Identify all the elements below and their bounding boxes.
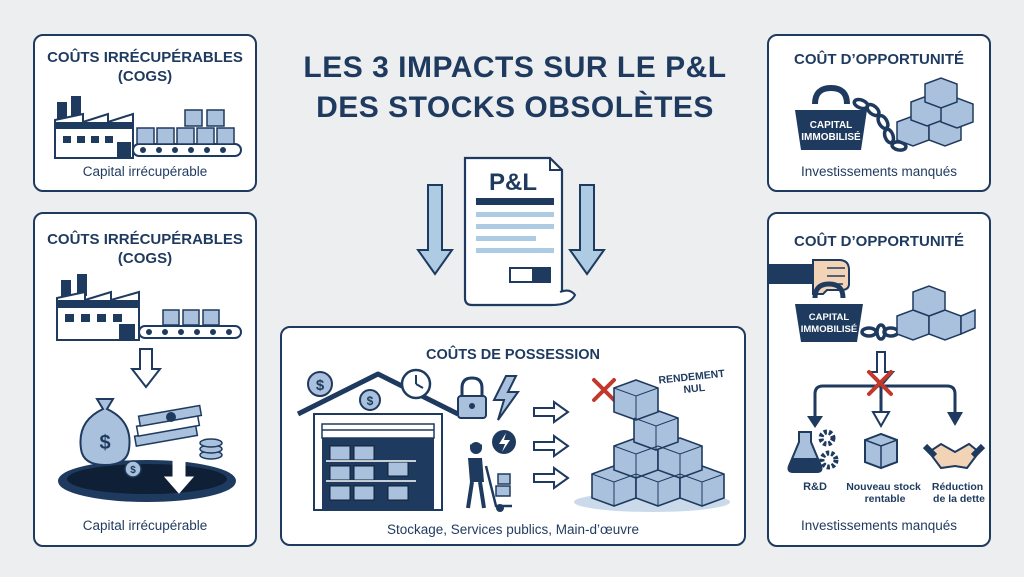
svg-text:$: $ (130, 465, 136, 476)
pl-document-icon (463, 156, 577, 307)
arrow-right-icon (533, 400, 570, 490)
panel-title: COÛT D’OPPORTUNITÉ (793, 51, 964, 68)
chain-icon (860, 323, 900, 341)
svg-text:$: $ (316, 377, 325, 394)
clock-icon (400, 368, 432, 400)
factory-icon (54, 96, 134, 159)
factory-icon (56, 274, 140, 341)
conveyor-icon (132, 143, 242, 157)
x-mark-icon (592, 378, 616, 402)
panel-carrying-costs: COÛTS DE POSSESSION $ (280, 326, 746, 546)
box-icon (162, 309, 220, 326)
gear-icon (818, 429, 839, 470)
zero-return-line2: NUL (683, 382, 706, 396)
option-debt: Réduction de la dette (932, 481, 986, 505)
factory-conveyor-graphic (54, 96, 242, 159)
pl-graphic: P&L (416, 156, 606, 307)
panel-title: COÛTS IRRÉCUPÉRABLES (COGS) (47, 231, 243, 267)
worker-hand-truck-icon (466, 442, 512, 512)
panel-caption: Investissements manqués (800, 164, 958, 179)
panel-title: COÛT D’OPPORTUNITÉ (793, 233, 964, 250)
weight-label-line2: IMMOBILISÉ (801, 130, 861, 143)
main-title-line1: LES 3 IMPACTS SUR LE P&L (303, 51, 727, 84)
svg-text:$: $ (367, 394, 374, 408)
padlock-icon (457, 376, 487, 419)
arrow-down-icon (163, 456, 195, 494)
zero-return-label: RENDEMENT NUL (658, 367, 730, 398)
pl-doc-label: P&L (489, 169, 537, 196)
arrow-down-icon (129, 348, 163, 389)
dollar-coin-icon: $ (359, 389, 381, 411)
box-icon (896, 285, 976, 341)
money-bag-icon: $ (79, 398, 131, 467)
x-mark-icon (867, 370, 893, 396)
hand-icon (767, 259, 850, 295)
weight-label-line1: CAPITAL (809, 312, 850, 323)
panel-sunk-costs-top: COÛTS IRRÉCUPÉRABLES (COGS) (33, 34, 257, 192)
sinking-money-graphic: $ $ (58, 348, 236, 502)
option-rd: R&D (803, 481, 827, 493)
panel-opportunity-top: COÛT D’OPPORTUNITÉ CAPITAL IMMOBILISÉ In… (767, 34, 991, 192)
flask-icon (787, 431, 823, 473)
handshake-icon (922, 442, 986, 470)
weight-chain-graphic: CAPITAL IMMOBILISÉ (795, 77, 974, 152)
panel-caption: Capital irrécupérable (82, 164, 208, 179)
lightning-icon (492, 375, 520, 421)
coin-icon: $ (124, 438, 223, 478)
chain-icon (852, 97, 908, 152)
main-title-line2: DES STOCKS OBSOLÈTES (316, 91, 714, 124)
box-icon (864, 432, 898, 470)
dollar-coin-icon: $ (307, 371, 333, 397)
conveyor-icon (138, 325, 242, 339)
weight-label-line2: IMMOBILISÉ (801, 324, 857, 335)
panel-sunk-costs-bottom: COÛTS IRRÉCUPÉRABLES (COGS) (33, 212, 257, 547)
lightning-icon (492, 430, 516, 454)
panel-caption: Stockage, Services publics, Main-d’œuvre (386, 522, 640, 537)
svg-text:$: $ (99, 432, 110, 454)
kettlebell-icon: CAPITAL IMMOBILISÉ (795, 281, 863, 342)
main-title: LES 3 IMPACTS SUR LE P&L DES STOCKS OBSO… (280, 48, 750, 128)
kettlebell-icon: CAPITAL IMMOBILISÉ (795, 84, 867, 150)
warehouse-graphic: $ $ (296, 367, 730, 512)
sinkhole-icon (58, 460, 236, 502)
weight-label-line1: CAPITAL (810, 120, 853, 131)
box-pile-icon (574, 379, 730, 512)
panel-title: COÛTS IRRÉCUPÉRABLES (COGS) (47, 49, 243, 85)
option-stock: Nouveau stock rentable (846, 481, 924, 505)
panel-caption: Investissements manqués (800, 518, 958, 533)
panel-opportunity-bottom: COÛT D’OPPORTUNITÉ CAPITAL IMMOBILISÉ (767, 212, 991, 547)
box-icon (896, 77, 974, 147)
factory-conveyor-graphic (56, 274, 242, 341)
warehouse-icon (296, 371, 460, 511)
arrow-down-icon (416, 184, 454, 276)
panel-title: COÛTS DE POSSESSION (425, 347, 601, 363)
missed-investment-graphic: CAPITAL IMMOBILISÉ (767, 259, 986, 505)
panel-caption: Capital irrécupérable (82, 518, 208, 533)
arrow-down-icon (568, 184, 606, 276)
box-icon (136, 109, 235, 145)
cash-stack-icon (133, 404, 203, 448)
